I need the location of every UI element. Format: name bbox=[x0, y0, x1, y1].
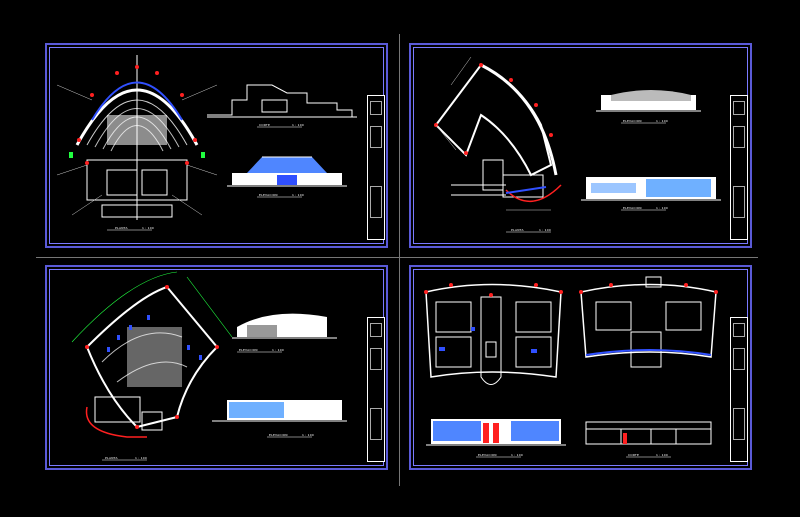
sheet-divider-horizontal bbox=[36, 257, 758, 258]
sheet-2-title-block bbox=[730, 95, 748, 240]
sheet-1-section-label: CORTE bbox=[259, 123, 271, 127]
sheet-4-title-block bbox=[730, 317, 748, 462]
sheet-4-drawing bbox=[424, 276, 718, 458]
sheet-1-title-block bbox=[367, 95, 385, 240]
sheet-2-plan-scale: 1 : 100 bbox=[539, 228, 551, 232]
sheet-4-section-label: CORTE bbox=[628, 453, 640, 457]
sheet-1-elevation-label: ELEVACION bbox=[259, 193, 278, 197]
drawing-sheet-1[interactable]: PLANTA 1 : 100 CORTE 1 : 100 ELEVACION 1… bbox=[45, 43, 388, 248]
sheet-2-elevation-top-scale: 1 : 100 bbox=[656, 119, 668, 123]
sheet-4-section-scale: 1 : 100 bbox=[656, 453, 668, 457]
sheet-1-drawing bbox=[56, 55, 357, 231]
sheet-3-elevation-bottom-label: ELEVACION bbox=[269, 433, 288, 437]
sheet-3-elevation-top-label: ELEVACION bbox=[239, 348, 258, 352]
sheet-2-elevation-bottom-label: ELEVACION bbox=[623, 206, 642, 210]
sheet-4-elevation-scale: 1 : 100 bbox=[511, 453, 523, 457]
sheet-4-elevation-label: ELEVACION bbox=[478, 453, 497, 457]
sheet-3-elevation-bottom-scale: 1 : 100 bbox=[302, 433, 314, 437]
sheet-2-elevation-bottom-scale: 1 : 100 bbox=[656, 206, 668, 210]
sheet-3-title-block bbox=[367, 317, 385, 462]
sheet-divider-vertical bbox=[399, 34, 400, 486]
sheet-1-plan-scale: 1 : 100 bbox=[142, 226, 154, 230]
sheet-2-drawing bbox=[434, 56, 721, 233]
sheet-3-elevation-top-scale: 1 : 100 bbox=[272, 348, 284, 352]
drawing-sheet-4[interactable]: ELEVACION 1 : 100 CORTE 1 : 100 bbox=[409, 265, 752, 470]
sheet-2-elevation-top-label: ELEVACION bbox=[623, 119, 642, 123]
sheet-1-plan-label: PLANTA bbox=[115, 226, 128, 230]
sheet-1-elevation-scale: 1 : 100 bbox=[292, 193, 304, 197]
drawing-sheet-3[interactable]: PLANTA 1 : 100 ELEVACION 1 : 100 ELEVACI… bbox=[45, 265, 388, 470]
sheet-3-plan-scale: 1 : 100 bbox=[135, 456, 147, 460]
drawing-sheet-2[interactable]: PLANTA 1 : 100 ELEVACION 1 : 100 ELEVACI… bbox=[409, 43, 752, 248]
sheet-3-plan-label: PLANTA bbox=[105, 456, 118, 460]
sheet-1-section-scale: 1 : 100 bbox=[292, 123, 304, 127]
sheet-2-plan-label: PLANTA bbox=[511, 228, 524, 232]
sheet-3-drawing bbox=[71, 271, 347, 461]
